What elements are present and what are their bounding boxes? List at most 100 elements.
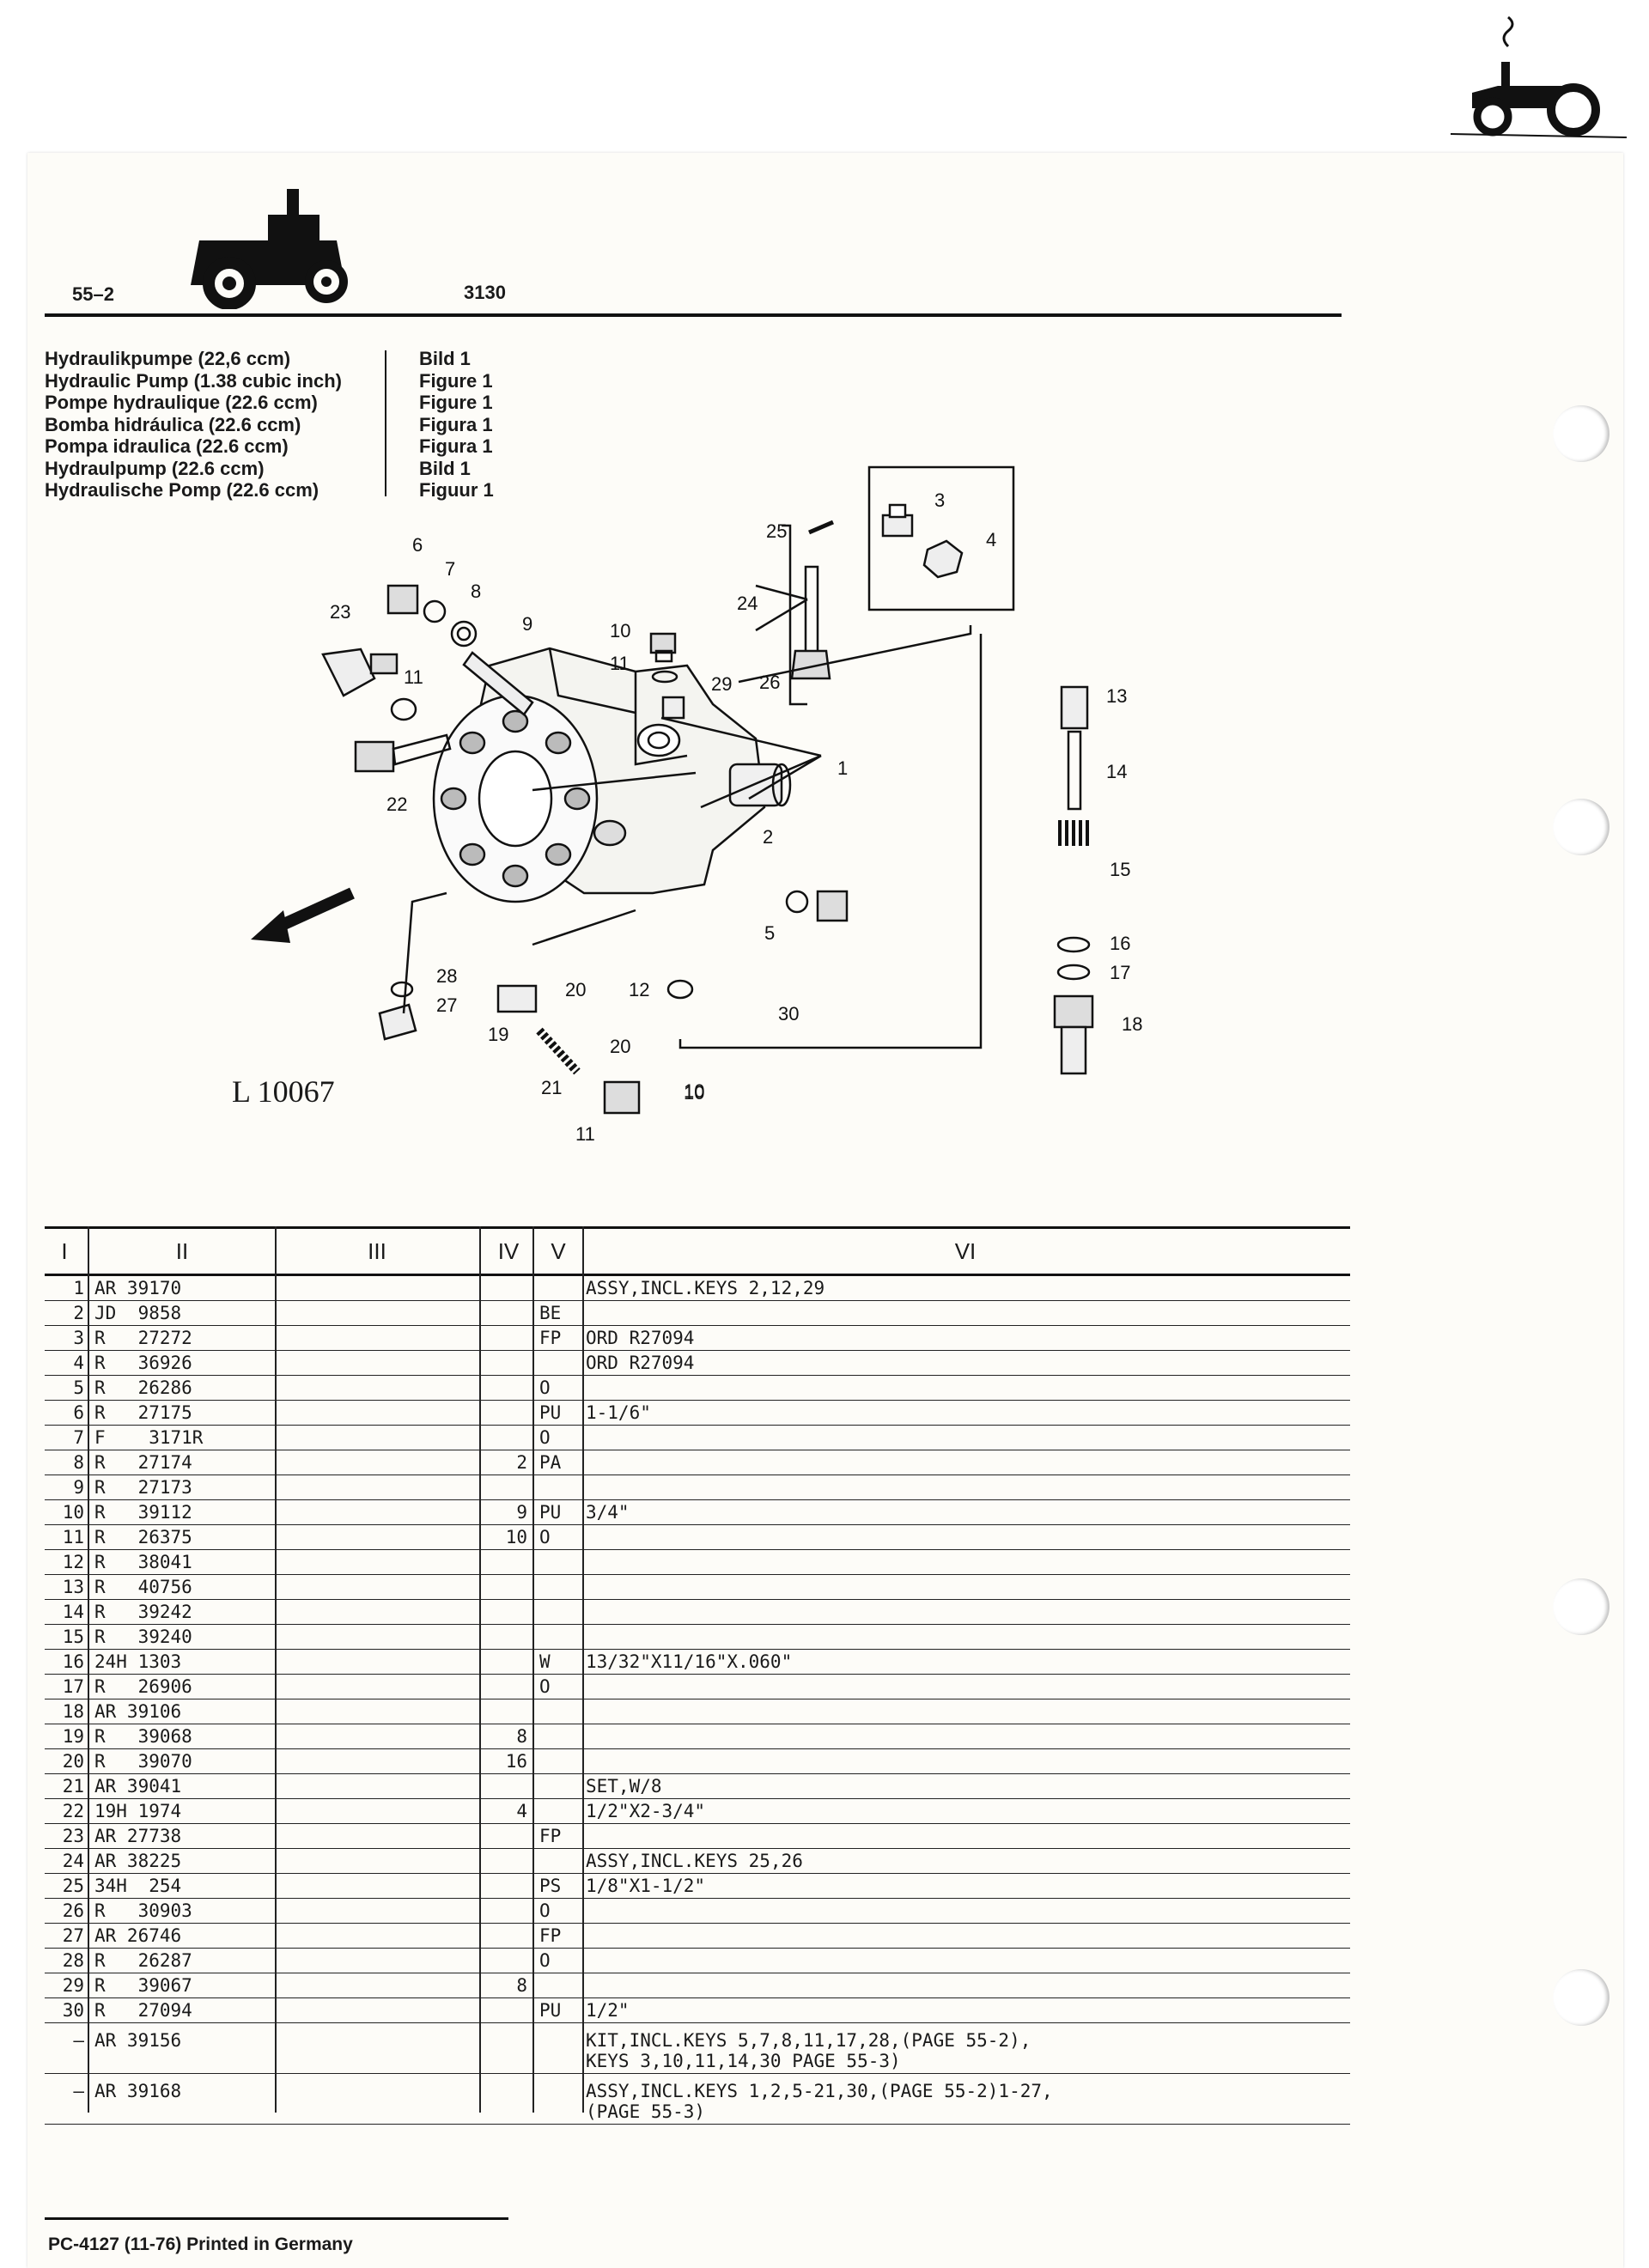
- row-code: FP: [539, 1328, 562, 1348]
- part-6-plug: [386, 584, 419, 615]
- part-2-bushing: [728, 763, 792, 807]
- part-24-valve: [790, 565, 831, 680]
- callout: 24: [737, 593, 758, 614]
- row-key: 6: [73, 1402, 84, 1423]
- row-code: PU: [539, 2000, 562, 2021]
- row-key: 10: [62, 1502, 84, 1523]
- part-5-seal: [785, 890, 809, 914]
- table-row: 20 R 39070 16: [45, 1749, 1350, 1774]
- row-qty: 16: [505, 1751, 527, 1772]
- title-block: Hydraulikpumpe (22,6 ccm) Hydraulic Pump…: [45, 348, 342, 502]
- callout: 10: [684, 1082, 704, 1104]
- row-qty: 9: [516, 1502, 527, 1523]
- valve-stack: [1053, 685, 1094, 1075]
- figure-ref: Figura 1: [419, 413, 493, 435]
- callout: 18: [1122, 1013, 1142, 1035]
- row-key: 20: [62, 1751, 84, 1772]
- callout: 10: [610, 620, 630, 641]
- part-30-plug: [816, 890, 849, 922]
- row-key: 29: [62, 1975, 84, 1996]
- row-code: PA: [539, 1452, 562, 1473]
- row-key: 4: [73, 1353, 84, 1373]
- part-11-seal: [651, 670, 678, 684]
- column-divider: [88, 1226, 89, 2113]
- callout: 12: [629, 979, 649, 1000]
- row-key: –: [73, 2081, 84, 2101]
- callout: 15: [1110, 859, 1130, 880]
- col-header-part-number: II: [175, 1238, 189, 1264]
- row-code: PU: [539, 1502, 562, 1523]
- callout: 19: [488, 1024, 508, 1045]
- row-code: PU: [539, 1402, 562, 1423]
- row-part-number: R 39070: [94, 1751, 192, 1772]
- column-divider: [532, 1226, 534, 2113]
- row-part-number: AR 39041: [94, 1776, 182, 1797]
- row-part-number: R 27175: [94, 1402, 192, 1423]
- row-key: 16: [62, 1651, 84, 1672]
- row-part-number: R 36926: [94, 1353, 192, 1373]
- callout: 29: [711, 673, 732, 695]
- row-key: 18: [62, 1701, 84, 1722]
- part-8-ring: [450, 620, 478, 648]
- row-part-number: AR 39170: [94, 1278, 182, 1298]
- callout: 17: [1110, 962, 1130, 983]
- row-key: 25: [62, 1876, 84, 1896]
- row-part-number: R 26906: [94, 1676, 192, 1697]
- row-key: 7: [73, 1427, 84, 1448]
- row-part-number: AR 39168: [94, 2081, 182, 2101]
- row-part-number: R 27094: [94, 2000, 192, 2021]
- row-description: 1/8"X1-1/2": [586, 1876, 706, 1896]
- row-part-number: R 26287: [94, 1950, 192, 1971]
- callout: 25: [766, 520, 787, 542]
- figure-references: Bild 1 Figure 1 Figure 1 Figura 1 Figura…: [419, 348, 494, 502]
- footer-rule: [45, 2217, 508, 2220]
- row-part-number: JD 9858: [94, 1303, 182, 1323]
- callout: 14: [1106, 761, 1127, 782]
- row-part-number: AR 38225: [94, 1851, 182, 1871]
- row-part-number: 24H 1303: [94, 1651, 182, 1672]
- model-number: 3130: [464, 282, 506, 303]
- callout: 2: [763, 826, 773, 848]
- row-part-number: R 39242: [94, 1602, 192, 1622]
- title-sv: Hydraulpump (22.6 ccm): [45, 457, 265, 479]
- row-part-number: 34H 254: [94, 1876, 182, 1896]
- row-description: ASSY,INCL.KEYS 25,26: [586, 1851, 803, 1871]
- row-key: 19: [62, 1726, 84, 1747]
- callout: 3: [934, 489, 945, 511]
- callout: 26: [759, 672, 780, 693]
- part-9-sleeve: [462, 651, 534, 716]
- callout: 30: [778, 1003, 799, 1025]
- callout: 21: [541, 1077, 562, 1098]
- part-23-elbow: [321, 648, 399, 697]
- callout: 23: [330, 601, 350, 623]
- part-12-ring: [666, 979, 694, 1000]
- callout: 11: [610, 653, 630, 674]
- row-part-number: R 39112: [94, 1502, 192, 1523]
- row-part-number: R 38041: [94, 1552, 192, 1572]
- title-de: Hydraulikpumpe (22,6 ccm): [45, 348, 291, 369]
- part-27-elbow: [378, 1003, 417, 1041]
- row-qty: 8: [516, 1975, 527, 1996]
- row-description: 1/2"X2-3/4": [586, 1801, 706, 1821]
- part-10-plug: [649, 632, 677, 663]
- row-key: 26: [62, 1900, 84, 1921]
- inset-box: [867, 465, 1015, 611]
- row-part-number: R 27272: [94, 1328, 192, 1348]
- callout: 6: [412, 534, 423, 556]
- column-divider: [479, 1226, 481, 2113]
- row-description: 1/2": [586, 2000, 630, 2021]
